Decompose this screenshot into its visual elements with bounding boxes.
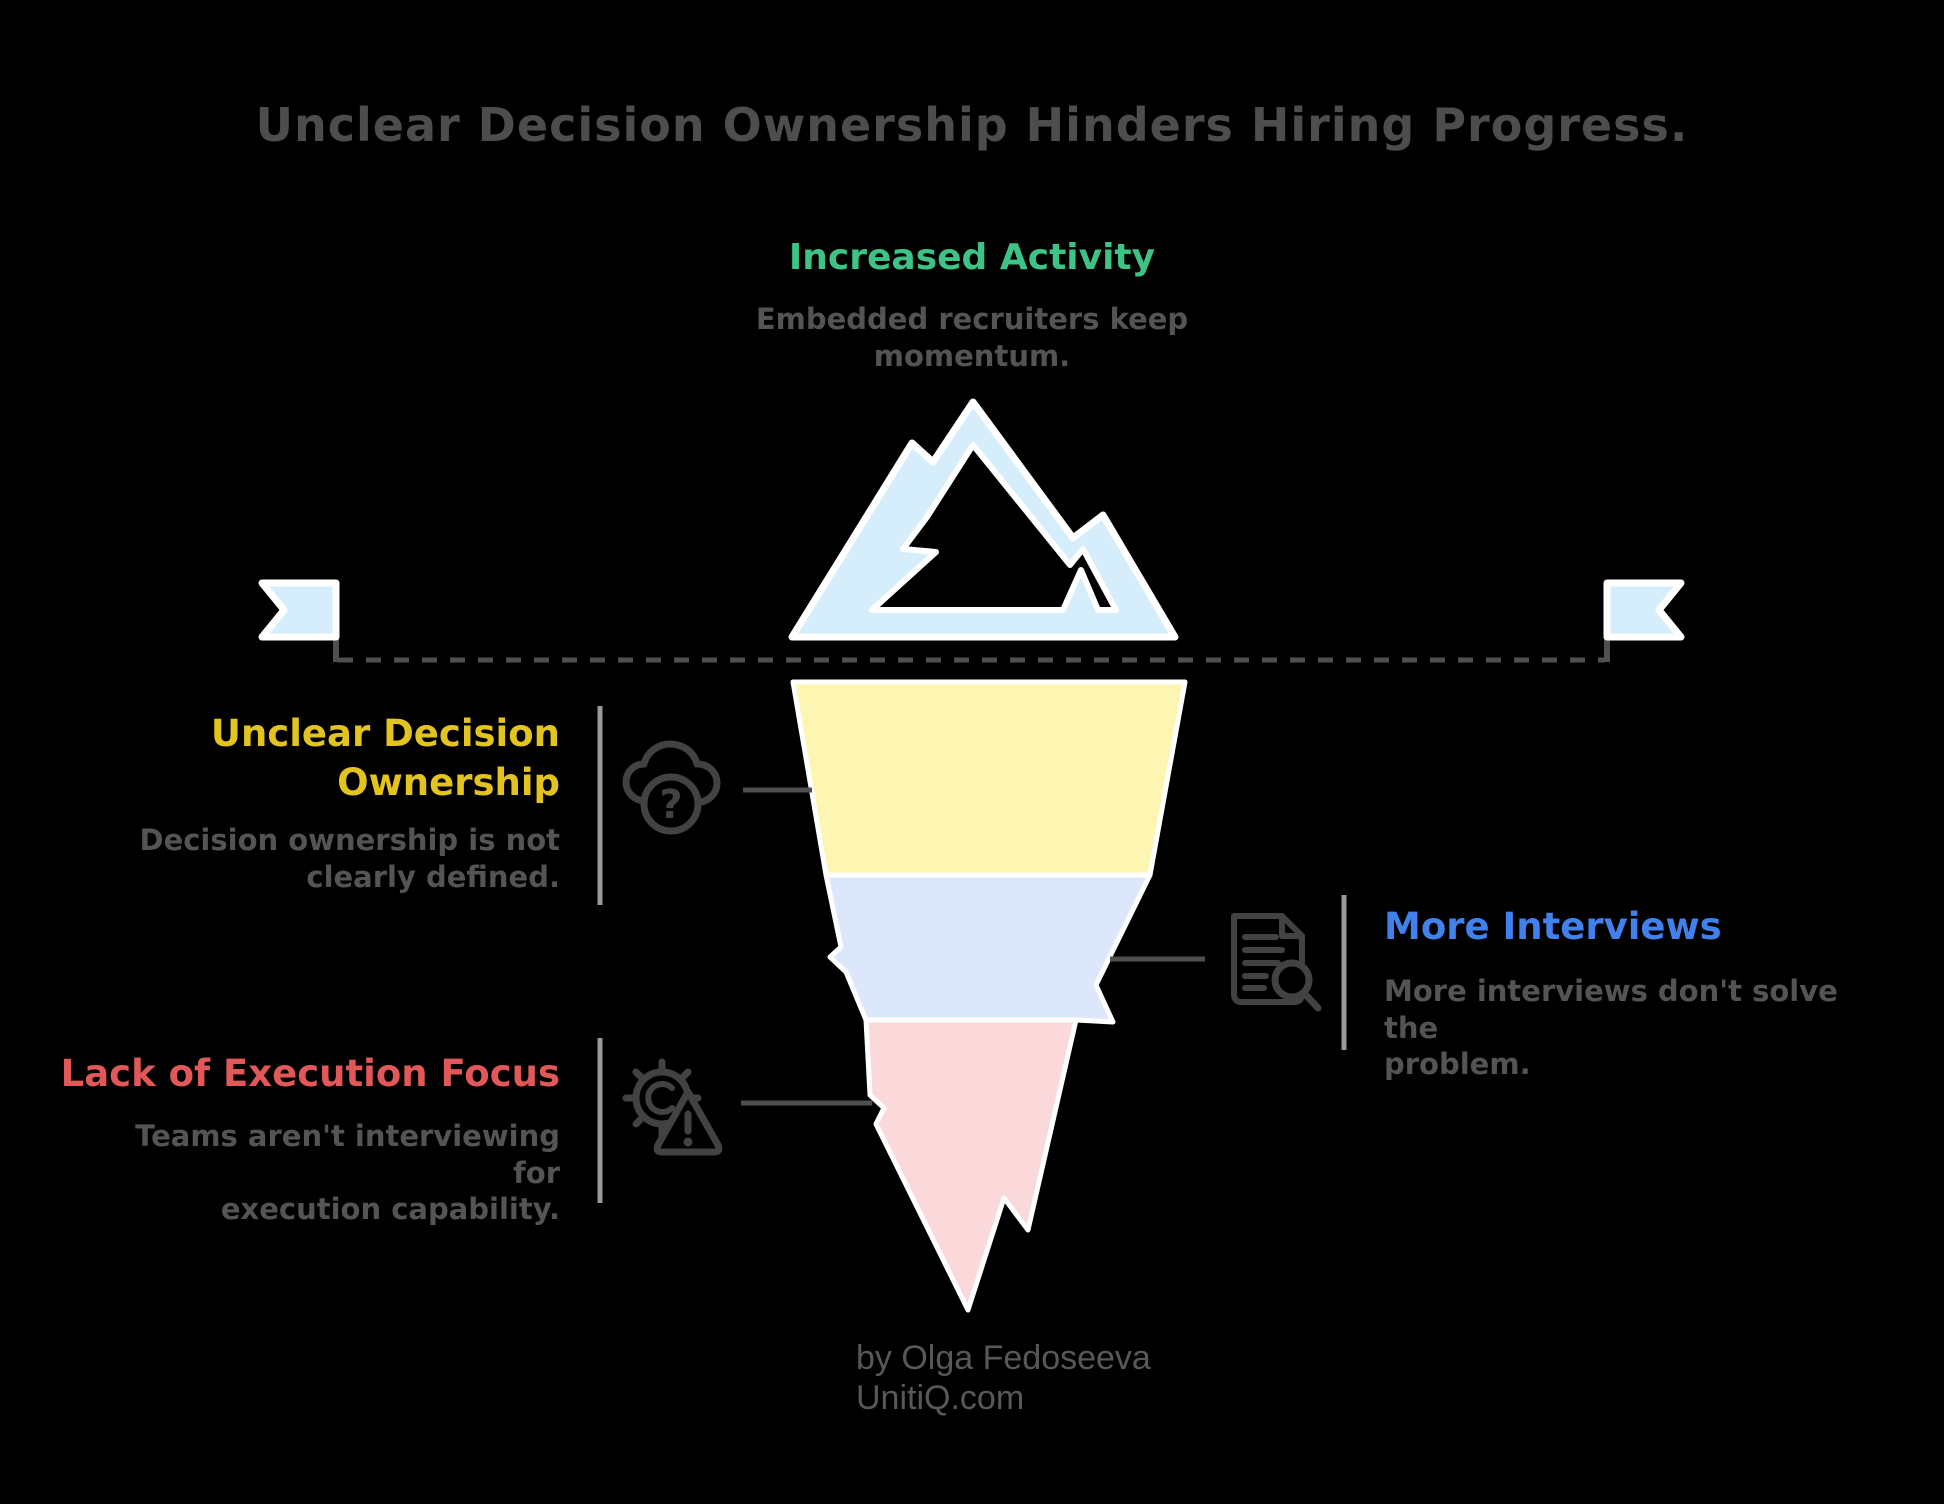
section-left-upper-description-line1: Decision ownership is not [139,823,561,857]
section-right-description-line1: More interviews don't solve the [1384,974,1838,1045]
section-left-upper-description: Decision ownership is not clearly define… [120,822,561,895]
mountain-inner-cutout [869,442,1119,613]
section-right-description-line2: problem. [1384,1047,1531,1082]
flag-left-icon [258,579,340,641]
section-left-upper-heading: Unclear Decision Ownership [120,710,560,808]
iceberg-layer-yellow [790,679,1188,878]
section-left-lower-description-line1: Teams aren't interviewing for [135,1119,560,1190]
gear-warning-icon [622,1058,723,1156]
section-left-upper-heading-line2: Ownership [337,760,560,804]
attribution: by Olga Fedoseeva UnitiQ.com [856,1338,1456,1418]
document-search-icon [1231,913,1322,1012]
question-circle [640,773,702,835]
magnifier-lens [1271,959,1313,1001]
section-left-upper-heading-line1: Unclear Decision [210,712,560,755]
question-mark: ? [659,782,682,828]
section-left-lower-heading: Lack of Execution Focus [60,1052,560,1095]
section-top-heading: Increased Activity [788,237,1156,278]
section-top-description-line2: momentum. [873,338,1071,373]
section-left-lower-description-line2: execution capability. [220,1192,560,1227]
section-right-description: More interviews don't solve the problem. [1384,973,1864,1083]
section-right-heading: More Interviews [1384,905,1722,948]
attribution-website: UnitiQ.com [856,1379,1025,1418]
warning-exclamation-dot [683,1137,693,1147]
section-top-description: Embedded recruiters keep momentum. [572,301,1372,374]
attribution-author: by Olga Fedoseeva [856,1339,1151,1377]
cloud-outline [622,740,721,806]
section-top-description-line1: Embedded recruiters keep [755,302,1189,336]
document-fold [1279,913,1305,939]
cloud-question-icon: ? [622,740,721,835]
magnifier-handle [1301,990,1322,1012]
iceberg-layer-pink [863,1017,1079,1313]
section-left-upper-description-line2: clearly defined. [306,859,560,894]
page-title: Unclear Decision Ownership Hinders Hirin… [255,98,1689,152]
flag-right-icon [1603,579,1685,641]
iceberg-layer-blue [823,872,1153,1025]
section-left-lower-description: Teams aren't interviewing for execution … [120,1118,560,1228]
